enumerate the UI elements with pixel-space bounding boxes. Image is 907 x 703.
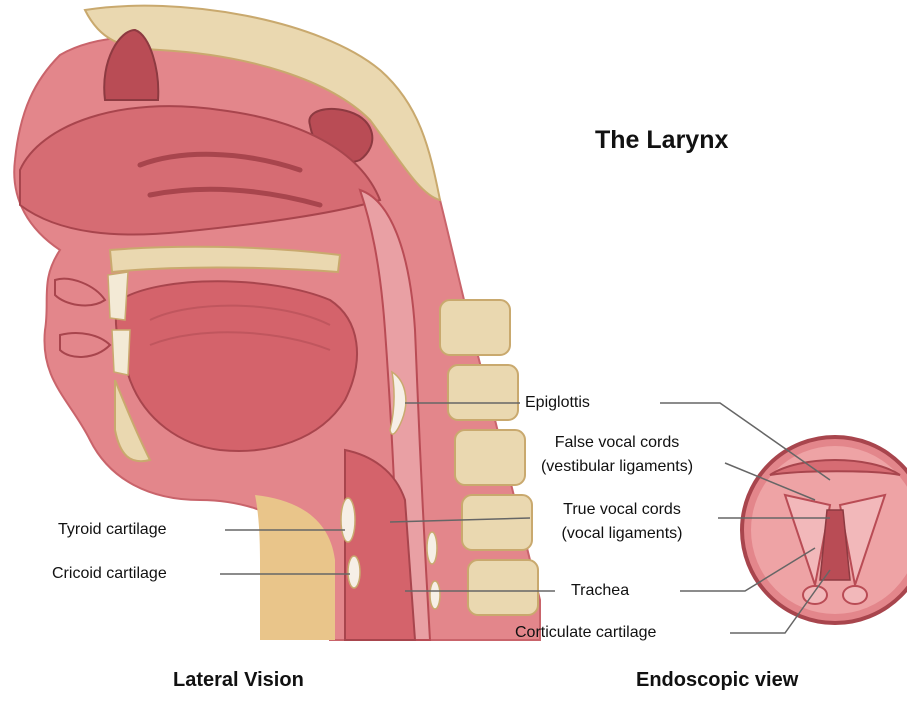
- page-title: The Larynx: [595, 126, 728, 155]
- line-false-cords: [725, 463, 815, 500]
- line-true-cords: [390, 518, 530, 522]
- label-false-vocal-cords-line1: False vocal cords: [507, 433, 727, 453]
- label-true-vocal-cords-line1: True vocal cords: [527, 500, 717, 520]
- label-true-vocal-cords: True vocal cords (vocal ligaments): [527, 500, 717, 544]
- label-false-vocal-cords-line2: (vestibular ligaments): [507, 457, 727, 477]
- label-thyroid-cartilage: Tyroid cartilage: [58, 520, 167, 540]
- line-corniculate: [730, 570, 830, 633]
- caption-endoscopic-view: Endoscopic view: [636, 669, 798, 692]
- label-trachea: Trachea: [571, 581, 629, 601]
- label-false-vocal-cords: False vocal cords (vestibular ligaments): [507, 433, 727, 477]
- label-epiglottis: Epiglottis: [525, 393, 590, 413]
- caption-lateral-vision: Lateral Vision: [173, 669, 304, 692]
- label-corniculate-cartilage: Corticulate cartilage: [515, 623, 656, 643]
- line-trachea-right: [680, 548, 815, 591]
- label-cricoid-cartilage: Cricoid cartilage: [52, 564, 167, 584]
- label-true-vocal-cords-line2: (vocal ligaments): [527, 524, 717, 544]
